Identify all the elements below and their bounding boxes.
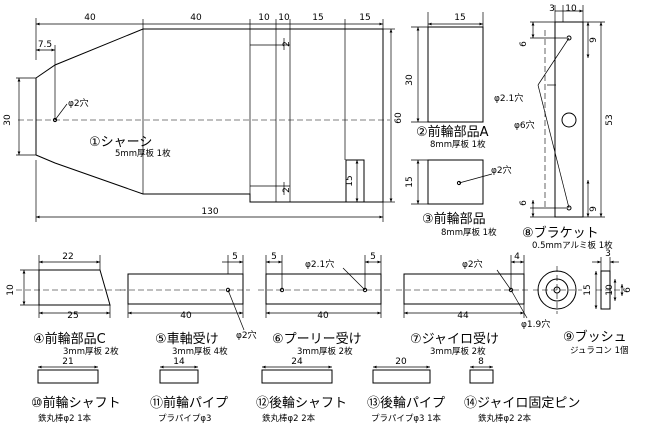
bracket-dim-9b: 9 (589, 206, 599, 212)
front-c-dim-25: 25 (67, 311, 78, 321)
gyro-pin-part: 8 ⑭ジャイロ固定ピン 鉄丸棒φ2 2本 (464, 357, 580, 424)
chassis-dim-10a: 10 (258, 13, 270, 23)
chassis-mark-2b: 2 (282, 187, 292, 193)
gyro-spec: 3mm厚板 2枚 (430, 346, 486, 357)
chassis-dim-40a: 40 (84, 13, 96, 23)
gyro-hole-2: φ2穴 (462, 258, 483, 270)
rear-shaft-label: ⑫後輪シャフト (256, 395, 347, 411)
gyro-pin-label: ⑭ジャイロ固定ピン (464, 396, 580, 411)
chassis-dim-15a: 15 (312, 13, 323, 23)
front-shaft-spec: 鉄丸棒φ2 1本 (38, 413, 92, 424)
front-c-dim-22: 22 (62, 252, 73, 262)
bracket-part: 3 10 6 9 53 6 9 φ2.1穴 φ6穴 ⑧ブラケット 0.5mmアル… (494, 4, 615, 251)
front-pipe-spec: プラパイプφ3 (158, 414, 211, 424)
chassis-dim-15c: 15 (345, 175, 355, 186)
bracket-spec: 0.5mmアルミ板 1枚 (532, 240, 613, 251)
bracket-dim-9a: 9 (589, 37, 599, 43)
bush-part: 3 15 10 6 ⑨ブッシュ ジュラコン 1個 (533, 249, 633, 356)
front-c-label: ④前輪部品C (33, 331, 106, 347)
front-a-label: ②前輪部品A (416, 124, 489, 140)
rear-shaft-dim: 24 (291, 357, 303, 367)
front-a-spec: 8mm厚板 1枚 (430, 139, 486, 150)
front-shaft-part: 21 ⑩前輪シャフト 鉄丸棒φ2 1本 (31, 357, 121, 424)
bush-label: ⑨ブッシュ (563, 329, 627, 345)
pulley-label: ⑥プーリー受け (272, 332, 362, 347)
front-b-hole: φ2穴 (491, 164, 512, 176)
pulley-spec: 3mm厚板 2枚 (297, 346, 353, 357)
chassis-dim-30: 30 (3, 114, 13, 126)
gyro-label: ⑦ジャイロ受け (410, 332, 499, 347)
chassis-part: 40 40 10 10 15 15 7.5 30 60 15 130 2 2 φ… (3, 13, 404, 222)
bush-spec: ジュラコン 1個 (570, 345, 629, 356)
axle-label: ⑤車軸受け (155, 332, 219, 347)
gyro-dim-44: 44 (457, 311, 469, 321)
front-a-dim-15: 15 (454, 13, 465, 23)
front-pipe-label: ⑪前輪パイプ (150, 395, 228, 411)
front-shaft-label: ⑩前輪シャフト (31, 395, 121, 411)
front-pipe-dim: 14 (173, 357, 185, 367)
front-b-spec: 8mm厚板 1枚 (441, 227, 497, 238)
front-b-dim-15: 15 (405, 176, 415, 187)
front-b-part: 15 φ2穴 ③前輪部品 8mm厚板 1枚 (405, 159, 512, 238)
gyro-dim-4: 4 (514, 252, 520, 262)
bush-dim-10: 10 (605, 284, 615, 296)
axle-support-part: 5 40 φ2穴 ⑤車軸受け 3mm厚板 4枚 (120, 252, 257, 357)
bracket-label: ⑧ブラケット (522, 225, 599, 241)
chassis-dim-15b: 15 (359, 13, 370, 23)
front-a-part: 15 30 ②前輪部品A 8mm厚板 1枚 (405, 12, 489, 150)
bracket-dim-10: 10 (565, 4, 577, 14)
chassis-hole: φ2穴 (68, 97, 89, 109)
bracket-hole-2-1: φ2.1穴 (494, 92, 523, 104)
front-pipe-part: 14 ⑪前輪パイプ プラパイプφ3 (150, 357, 228, 424)
rear-pipe-label: ⑬後輪パイプ (367, 395, 445, 411)
axle-hole: φ2穴 (236, 329, 257, 341)
chassis-mark-2a: 2 (282, 41, 292, 47)
axle-dim-40: 40 (180, 311, 192, 321)
pulley-dim-40: 40 (317, 311, 329, 321)
front-b-label: ③前輪部品 (422, 211, 486, 227)
bracket-dim-6b: 6 (519, 200, 529, 206)
chassis-dim-130: 130 (201, 207, 218, 217)
rear-pipe-spec: プラパイプφ3 1本 (371, 413, 442, 424)
chassis-dim-40b: 40 (190, 13, 202, 23)
bush-dim-3: 3 (605, 249, 611, 259)
rear-shaft-part: 24 ⑫後輪シャフト 鉄丸棒φ2 2本 (256, 357, 347, 424)
chassis-dim-10b: 10 (278, 13, 290, 23)
front-shaft-dim: 21 (62, 357, 73, 367)
front-a-dim-30: 30 (405, 74, 415, 86)
axle-dim-5: 5 (232, 252, 238, 262)
bracket-hole-6: φ6穴 (514, 119, 535, 131)
gyro-support-part: 4 44 φ2穴 φ1.9穴 ⑦ジャイロ受け 3mm厚板 2枚 (396, 252, 550, 357)
chassis-spec: 5mm厚板 1枚 (115, 148, 171, 159)
axle-spec: 3mm厚板 4枚 (172, 346, 228, 357)
bracket-dim-53: 53 (605, 114, 615, 125)
gyro-pin-dim: 8 (478, 357, 484, 367)
rear-pipe-dim: 20 (395, 357, 407, 367)
gyro-pin-spec: 鉄丸棒φ2 2本 (478, 413, 532, 424)
pulley-hole: φ2.1穴 (305, 258, 334, 270)
front-c-spec: 3mm厚板 2枚 (63, 346, 119, 357)
bracket-dim-3: 3 (549, 4, 555, 14)
chassis-label: ①シャーシ (89, 135, 152, 150)
front-c-dim-10: 10 (6, 284, 16, 296)
pulley-dim-5a: 5 (271, 252, 277, 262)
bracket-dim-6a: 6 (519, 41, 529, 47)
rear-pipe-part: 20 ⑬後輪パイプ プラパイプφ3 1本 (367, 357, 445, 424)
bush-dim-6: 6 (623, 287, 633, 293)
front-c-part: 22 25 10 ④前輪部品C 3mm厚板 2枚 (6, 252, 125, 357)
pulley-support-part: 5 5 40 φ2.1穴 ⑥プーリー受け 3mm厚板 2枚 (258, 252, 390, 357)
gyro-hole-1-9: φ1.9穴 (521, 318, 550, 330)
rear-shaft-spec: 鉄丸棒φ2 2本 (262, 413, 316, 424)
pulley-dim-5b: 5 (370, 252, 376, 262)
bush-dim-15: 15 (583, 284, 593, 295)
chassis-dim-60: 60 (394, 112, 404, 124)
chassis-dim-7-5: 7.5 (38, 40, 52, 50)
